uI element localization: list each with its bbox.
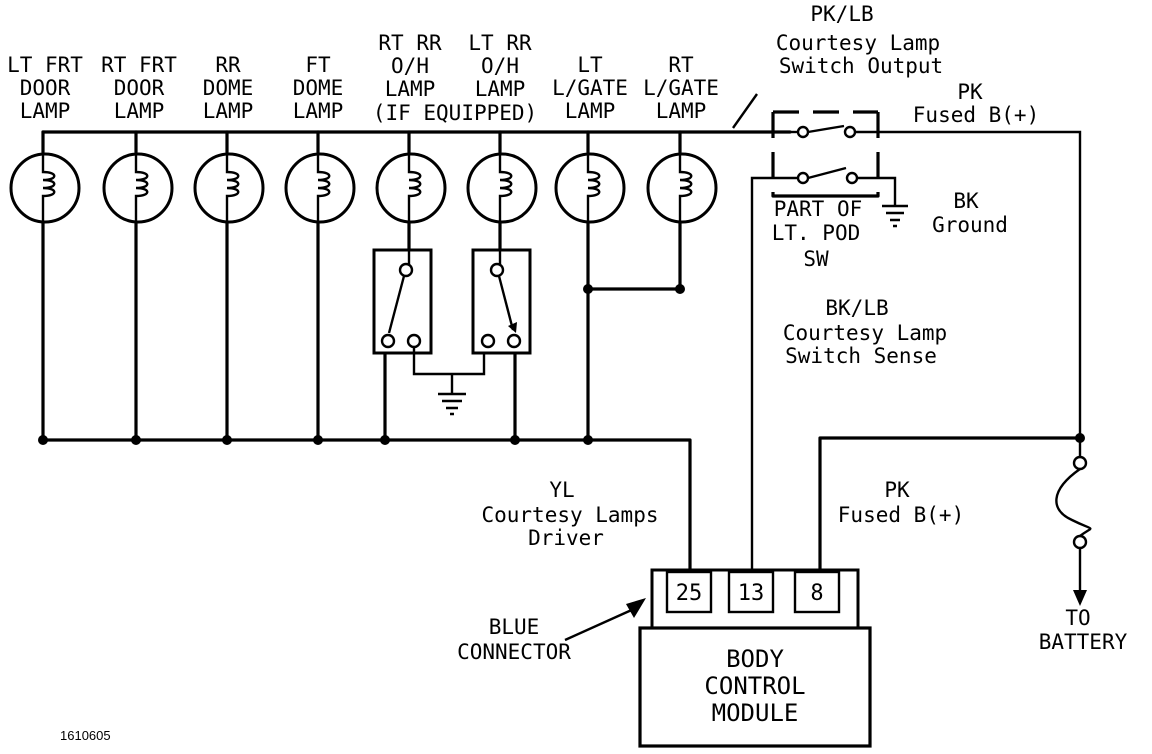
overhead-switch-ground-icon: [438, 374, 466, 416]
top-feed-wire: [41, 93, 792, 154]
lamp-8-label-line3: LAMP: [656, 99, 707, 123]
bk-lb-label-line3: Switch Sense: [785, 344, 937, 368]
wire-labels: PK/LB Courtesy Lamp Switch Output PK Fus…: [60, 2, 1128, 743]
switch-part-label-line1: PART OF: [774, 197, 863, 221]
switch-part-label-line2: LT. POD: [772, 221, 861, 245]
pk-top-label-line1: PK: [957, 80, 983, 104]
pin-25-box: [665, 570, 713, 614]
lamp-1-label-line2: DOOR: [20, 76, 71, 100]
yl-label-line3: Driver: [528, 526, 604, 550]
module-label-line2: CONTROL: [704, 672, 805, 700]
lamp-3-bulb-icon: [193, 152, 265, 224]
lamp-labels: LT FRT DOOR LAMP RT FRT DOOR LAMP RR DOM…: [7, 31, 719, 125]
courtesy-lamp-switch: [750, 110, 1082, 570]
lamp-8-label-line2: L/GATE: [643, 76, 719, 100]
pin-25-label: 25: [676, 581, 703, 606]
lamp-6-label-line3: LAMP: [475, 77, 526, 101]
pk-bottom-label-line2: Fused B(+): [838, 503, 964, 527]
lamp-3-label-line3: LAMP: [203, 99, 254, 123]
lamp-7-label-line2: L/GATE: [552, 76, 628, 100]
pin-13-label: 13: [738, 581, 765, 606]
lamp-6-label-line1: LT RR: [468, 31, 532, 55]
if-equipped-label: (IF EQUIPPED): [373, 101, 537, 125]
lamp-7-bulb-icon: [554, 152, 626, 224]
battery-label-line1: TO: [1065, 606, 1090, 630]
pk-lb-label-line2: Courtesy Lamp: [776, 31, 940, 55]
lamp-5-label-line3: LAMP: [385, 77, 436, 101]
pin-13-box: [727, 570, 775, 614]
bk-lb-label-line2: Courtesy Lamp: [783, 321, 947, 345]
pk-feed-wire: [818, 436, 1082, 572]
pk-lb-label-line3: Switch Output: [779, 54, 943, 78]
switch-part-label-line3: SW: [803, 247, 829, 271]
figure-id: 1610605: [60, 728, 111, 743]
lamp-3-label-line1: RR: [215, 53, 241, 77]
lamp-4-label-line1: FT: [305, 53, 331, 77]
lamp-6-label-line2: O/H: [481, 54, 519, 78]
lamp-2-label-line3: LAMP: [114, 99, 165, 123]
driver-bus-wires: [41, 220, 692, 572]
connector-label-line2: CONNECTOR: [457, 640, 571, 664]
pin-8-label: 8: [810, 581, 823, 606]
lamp-2-label-line1: RT FRT: [101, 53, 177, 77]
rt-rr-oh-lamp-switch: [372, 248, 486, 376]
lamp-8-label-line1: RT: [668, 53, 694, 77]
lamp-4-label-line2: DOME: [293, 76, 344, 100]
pk-top-label-line2: Fused B(+): [913, 103, 1039, 127]
yl-label-line2: Courtesy Lamps: [481, 503, 658, 527]
battery-label-line2: BATTERY: [1039, 630, 1128, 654]
lamp-1-label-line1: LT FRT: [7, 53, 83, 77]
lamp-3-label-line2: DOME: [203, 76, 254, 100]
body-control-module: BODY CONTROL MODULE: [638, 626, 872, 748]
yl-label-line1: YL: [549, 478, 574, 502]
lamp-6-bulb-icon: [466, 152, 538, 224]
pin-8-box: [793, 570, 841, 614]
lamp-4-label-line3: LAMP: [293, 99, 344, 123]
lamp-7-label-line1: LT: [577, 53, 603, 77]
lamp-2-bulb-icon: [102, 152, 174, 224]
module-label-line1: BODY: [726, 645, 784, 673]
lamp-symbols: [9, 152, 718, 224]
pk-bottom-label-line1: PK: [884, 478, 910, 502]
fuse-icon: [1055, 455, 1092, 606]
lamp-4-bulb-icon: [284, 152, 356, 224]
lamp-1-label-line3: LAMP: [20, 99, 71, 123]
lt-rr-oh-lamp-switch: [471, 248, 532, 355]
lamp-5-label-line1: RT RR: [378, 31, 442, 55]
bk-lb-label-line1: BK/LB: [825, 296, 888, 320]
switch-ground-icon: [882, 204, 908, 228]
blue-connector: 25 13 8: [650, 568, 860, 630]
module-label-line3: MODULE: [712, 699, 799, 727]
lamp-5-bulb-icon: [375, 152, 447, 224]
lamp-5-label-line2: O/H: [391, 54, 429, 78]
lamp-2-label-line2: DOOR: [114, 76, 165, 100]
lamp-8-bulb-icon: [646, 152, 718, 224]
connector-pointer-arrow-icon: [564, 598, 646, 642]
bk-ground-label-line1: BK: [953, 189, 979, 213]
lamp-1-bulb-icon: [9, 152, 81, 224]
connector-label-line1: BLUE: [489, 615, 540, 639]
lamp-7-label-line3: LAMP: [565, 99, 616, 123]
bk-ground-label-line2: Ground: [932, 213, 1008, 237]
pk-lb-label-line1: PK/LB: [810, 2, 873, 26]
